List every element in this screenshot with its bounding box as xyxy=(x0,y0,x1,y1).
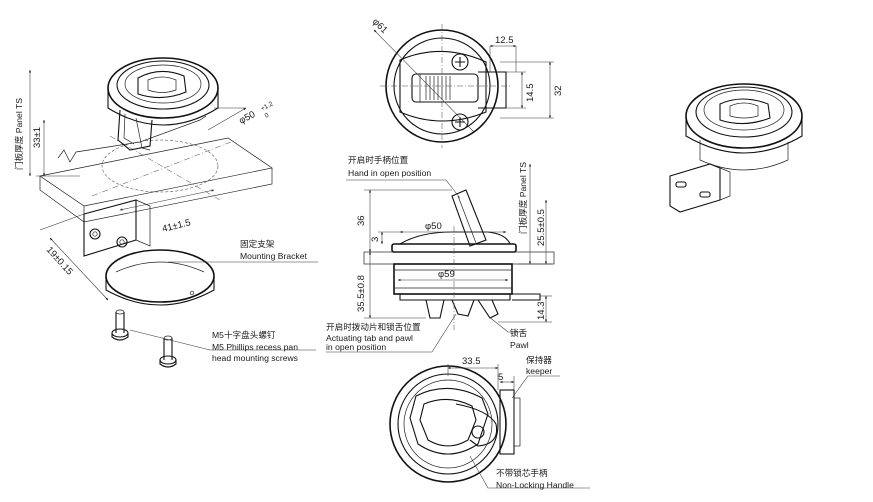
panel-ts-label-iso: 门板厚度 Panel TS xyxy=(13,98,24,170)
dim-36: 36 xyxy=(356,215,367,226)
mounting-bracket-iso xyxy=(83,199,215,306)
dim-50-tol: +1.2 xyxy=(260,100,275,112)
bracket-label-en: Mounting Bracket xyxy=(240,251,307,261)
dim-50-side: φ50 xyxy=(425,221,442,232)
screw-2 xyxy=(159,335,177,368)
hand-open-label-en: Hand in open position xyxy=(348,168,431,178)
panel-plate xyxy=(39,137,273,207)
tab-label-en2: in open position xyxy=(326,342,386,352)
top-view xyxy=(373,24,554,148)
tab-label-en1: Actuating tab and pawl xyxy=(326,333,413,343)
isometric-view xyxy=(28,57,318,368)
tab-label-cn: 开启时拨动片和锁舌位置 xyxy=(326,321,421,332)
screw-label-en1: M5 Phillips recess pan xyxy=(212,342,298,352)
dim-59: φ59 xyxy=(438,269,455,280)
hand-open-label-cn: 开启时手柄位置 xyxy=(348,154,409,165)
assembled-latch-iso xyxy=(669,83,803,213)
bottom-view xyxy=(389,364,590,489)
dim-32: 32 xyxy=(553,85,564,96)
dim-50-tol-low: 0 xyxy=(264,112,271,120)
dim-3: 3 xyxy=(370,237,381,242)
pawl-label-en: Pawl xyxy=(510,340,529,350)
panel-ts-label-side: 门板厚度 Panel TS xyxy=(517,162,528,234)
handle-label-cn: 不带锁芯手柄 xyxy=(496,467,548,478)
pawl-label-cn: 锁舌 xyxy=(510,327,528,338)
screw-label-cn: M5十字盘头螺钉 xyxy=(212,329,276,340)
dim-19: 19±0.15 xyxy=(44,245,75,278)
keeper-label-en: keeper xyxy=(526,366,552,376)
handle-open xyxy=(451,189,487,247)
bracket-label-cn: 固定支架 xyxy=(240,238,275,249)
dim-61: φ61 xyxy=(370,16,390,36)
dim-41: 41±1.5 xyxy=(161,217,192,235)
dim-25-5: 25.5±0.5 xyxy=(536,209,547,246)
dim-33: 33±1 xyxy=(32,127,43,148)
dim-35-5: 35.5±0.8 xyxy=(356,275,367,312)
dim-14-5: 14.5 xyxy=(525,84,536,103)
dim-50-iso: φ50 xyxy=(237,109,257,127)
panel-section xyxy=(363,251,555,265)
keeper-label-cn: 保持器 xyxy=(526,354,552,365)
side-view xyxy=(326,163,555,353)
dim-12-5: 12.5 xyxy=(495,35,514,46)
dim-5: 5 xyxy=(498,372,503,383)
latch-body-iso xyxy=(107,57,219,151)
panel-cutout xyxy=(101,139,219,193)
dim-14-3: 14.3 xyxy=(536,302,547,321)
screw-label-en2: head mounting screws xyxy=(212,353,298,363)
dim-33-5: 33.5 xyxy=(462,356,481,367)
handle-label-en: Non-Locking Handle xyxy=(496,480,574,490)
screw-1 xyxy=(111,309,129,341)
